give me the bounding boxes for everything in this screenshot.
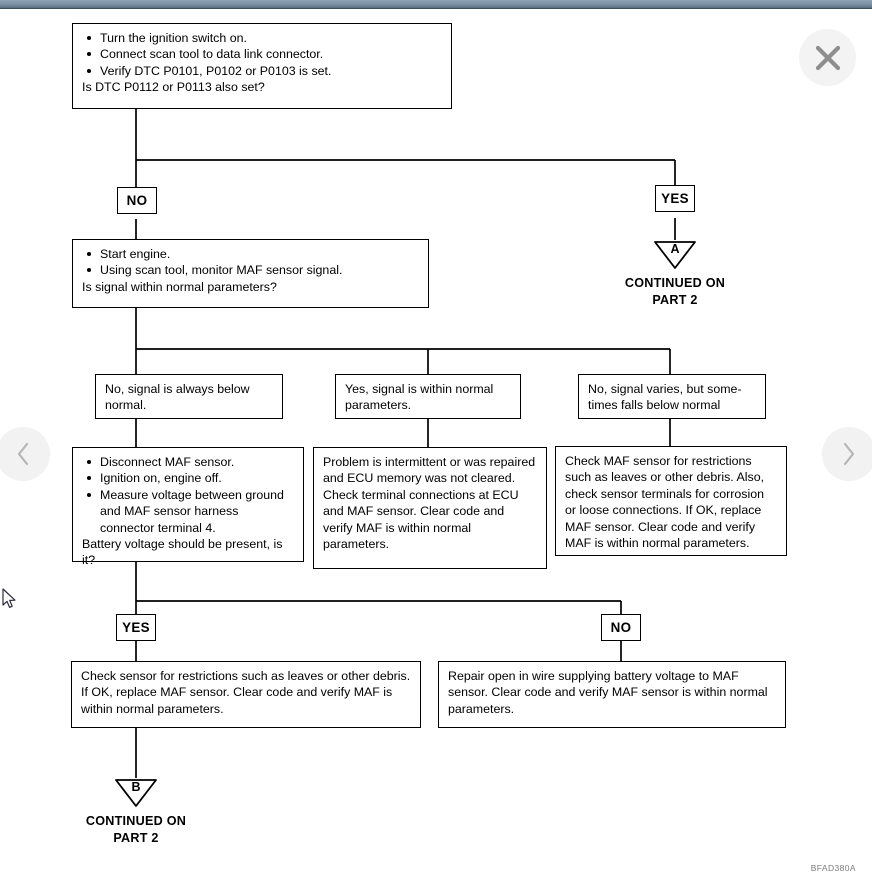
diagram-reference-code: BFAD380A [810,863,856,873]
close-button[interactable] [799,29,856,86]
start-bullet-2: Connect scan tool to data link connector… [82,46,442,62]
continued-on-a-line2: PART 2 [652,293,698,307]
start-bullet-3: Verify DTC P0101, P0102 or P0103 is set. [82,63,442,79]
chevron-left-icon [17,442,29,466]
continued-on-b-line2: PART 2 [113,831,159,845]
connector-a-letter: A [670,242,680,256]
next-page-button[interactable] [822,427,872,481]
branch-normal-text: Yes, signal is within normal parameters. [345,382,494,413]
start-question: Is DTC P0112 or P0113 also set? [82,80,265,95]
node-final-yes: Check sensor for restrictions such as le… [71,661,421,728]
previous-page-button[interactable] [0,427,50,481]
final-yes-text: Check sensor for restrictions such as le… [81,669,411,716]
continued-on-a-line1: CONTINUED ON [624,276,726,290]
node-branch-signal-varies: No, signal varies, but some-times falls … [578,374,766,419]
start-bullet-list: Turn the ignition switch on. Connect sca… [82,30,442,79]
action-varies-text: Check MAF sensor for restrictions such a… [565,454,765,551]
continued-on-b: CONTINUED ON PART 2 [26,813,246,847]
connector-b: B [113,778,159,812]
continued-on-a: CONTINUED ON PART 2 [565,275,785,309]
node-action-signal-normal: Problem is intermittent or was repaired … [313,447,547,569]
node-step2: Start engine. Using scan tool, monitor M… [72,239,429,308]
action-low-bullet-1: Disconnect MAF sensor. [82,454,294,470]
diagnostic-flowchart: Turn the ignition switch on. Connect sca… [0,9,872,883]
action-low-bullet-3: Measure voltage between ground and MAF s… [82,487,294,536]
node-action-signal-low: Disconnect MAF sensor. Ignition on, engi… [72,447,304,567]
flowchart-connector-lines [135,109,676,778]
action-low-bullet-list: Disconnect MAF sensor. Ignition on, engi… [82,454,294,536]
connector-a: A [652,240,698,274]
branch-low-text: No, signal is always below normal. [105,382,250,413]
node-branch-signal-normal: Yes, signal is within normal parameters. [335,374,521,419]
start-bullet-1: Turn the ignition switch on. [82,30,442,46]
label-no-2: NO [601,614,641,641]
label-yes-1: YES [655,185,695,212]
step2-bullet-2: Using scan tool, monitor MAF sensor sign… [82,262,419,278]
node-action-signal-varies: Check MAF sensor for restrictions such a… [555,446,787,556]
node-final-no: Repair open in wire supplying battery vo… [438,661,786,728]
step2-bullet-1: Start engine. [82,246,419,262]
node-branch-signal-low: No, signal is always below normal. [95,374,283,419]
continued-on-b-line1: CONTINUED ON [85,814,187,828]
chevron-right-icon [843,442,855,466]
connector-triangle-icon [654,241,696,269]
close-icon [815,45,840,70]
connector-triangle-icon [115,779,157,807]
node-start: Turn the ignition switch on. Connect sca… [72,23,452,109]
action-low-bullet-2: Ignition on, engine off. [82,470,294,486]
branch-varies-text: No, signal varies, but some-times falls … [588,382,742,413]
mouse-cursor [2,588,16,608]
step2-question: Is signal within normal parameters? [82,279,277,294]
action-normal-text: Problem is intermittent or was repaired … [323,455,536,552]
step2-bullet-list: Start engine. Using scan tool, monitor M… [82,246,419,279]
final-no-text: Repair open in wire supplying battery vo… [448,669,768,716]
viewer-top-bar [0,0,872,9]
label-no-1: NO [117,187,157,214]
label-yes-2: YES [116,614,156,641]
connector-b-letter: B [131,780,141,794]
action-low-question: Battery voltage should be present, is it… [82,537,283,568]
